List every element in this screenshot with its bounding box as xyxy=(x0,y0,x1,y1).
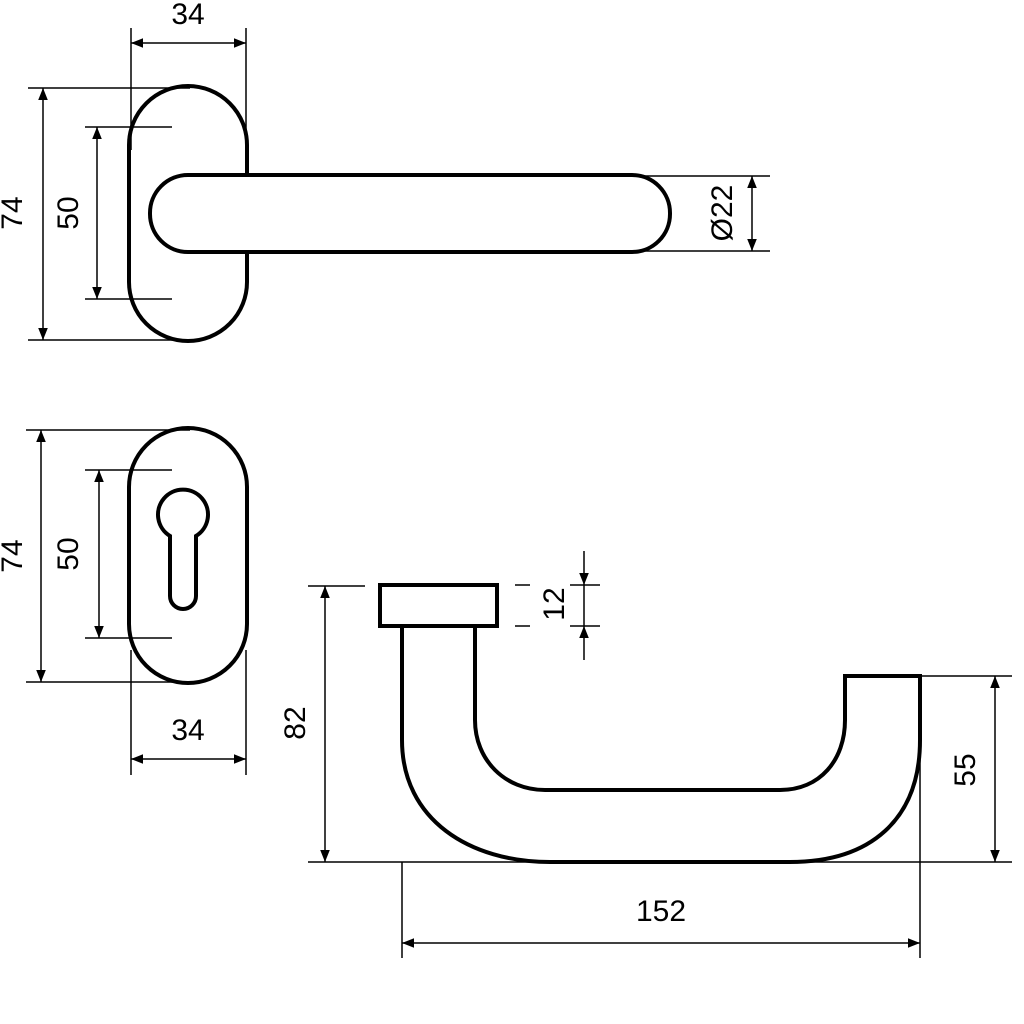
dim-escutcheon-width: 34 xyxy=(171,714,204,747)
lever-handle xyxy=(148,173,672,254)
escutcheon-view: 74 50 34 xyxy=(0,426,249,775)
top-view: 34 74 50 Ø22 xyxy=(0,0,770,343)
key-rosette xyxy=(127,426,249,685)
side-view: 12 82 55 152 xyxy=(279,551,1012,958)
dim-rosette-thickness: 12 xyxy=(538,587,571,620)
lever-profile xyxy=(400,626,922,864)
dim-escutcheon-screw-spacing: 50 xyxy=(52,537,85,570)
keyhole-icon xyxy=(156,487,210,611)
dim-rosette-height: 74 xyxy=(0,196,29,229)
dim-handle-diameter: Ø22 xyxy=(706,185,739,242)
dim-screw-spacing: 50 xyxy=(52,196,85,229)
dim-lever-end-height: 55 xyxy=(949,753,982,786)
dim-rosette-width: 34 xyxy=(171,0,204,31)
dim-escutcheon-height: 74 xyxy=(0,539,29,572)
rosette-cap xyxy=(378,583,499,628)
dim-projection-length: 152 xyxy=(636,895,686,928)
dim-total-height: 82 xyxy=(279,706,312,739)
